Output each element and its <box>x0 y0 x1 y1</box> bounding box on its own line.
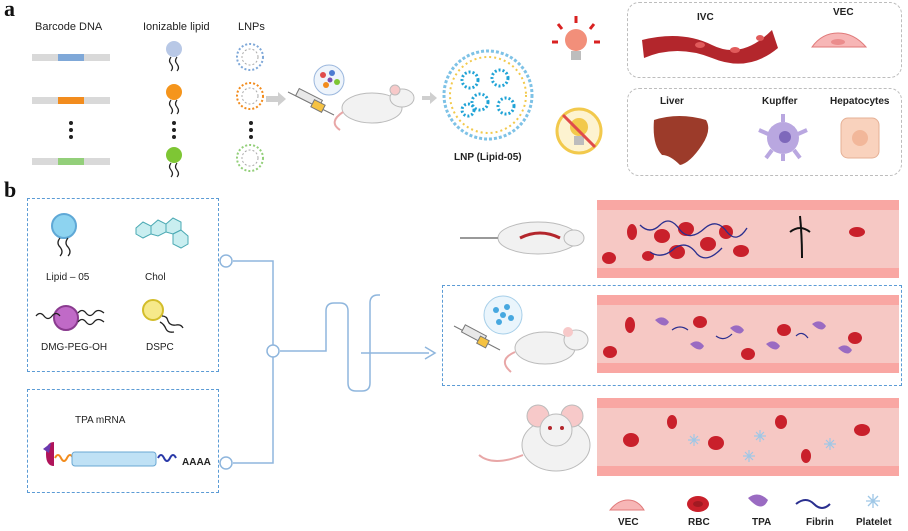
vessel-treated <box>597 295 899 373</box>
ivc-label: IVC <box>697 12 714 23</box>
liver-label: Liver <box>660 96 684 107</box>
legend-rbc-label: RBC <box>688 517 710 528</box>
legend-platelet-label: Platelet <box>856 517 892 528</box>
vessel-thrombosis <box>597 200 899 278</box>
kupffer-label: Kupffer <box>762 96 798 107</box>
lipid-components-box <box>27 198 219 372</box>
legend-fibrin-icon <box>795 499 831 509</box>
lipid-icon-green <box>166 147 182 178</box>
hepatocyte-icon <box>840 117 880 159</box>
liver-icon <box>653 116 709 165</box>
component-lipid05-label: Lipid – 05 <box>46 272 90 283</box>
tpa-mrna-label: TPA mRNA <box>75 415 126 426</box>
lightbulb-off-icon <box>555 107 603 155</box>
lnps-header: LNPs <box>238 21 265 33</box>
legend-vec-icon <box>608 499 645 511</box>
polya-tail-label: AAAA <box>182 457 211 468</box>
component-dmg-peg-label: DMG-PEG-OH <box>41 342 108 353</box>
lnp-lipid05-label: LNP (Lipid-05) <box>454 152 522 163</box>
legend-tpa-icon <box>748 494 768 507</box>
hepatocytes-label: Hepatocytes <box>830 96 890 107</box>
vec-cell-icon <box>811 32 868 48</box>
mouse-healthy-icon <box>478 404 591 472</box>
lnp-mixture-icon <box>313 64 345 96</box>
legend-tpa-label: TPA <box>752 517 772 528</box>
panel-b-letter: b <box>4 177 17 202</box>
barcode-bar-orange <box>32 97 110 104</box>
lnp-treatment-icon <box>483 295 523 335</box>
mouse-icon-a <box>333 84 415 131</box>
vessel-healthy <box>597 398 899 476</box>
vascular-targets-box <box>627 2 902 78</box>
ellipsis-dots <box>69 121 253 139</box>
connector-node-top <box>219 254 233 268</box>
legend-fibrin-label: Fibrin <box>806 517 834 528</box>
lipid-icon-orange <box>166 84 182 115</box>
barcode-dna-header: Barcode DNA <box>35 21 103 33</box>
legend-vec-label: VEC <box>618 517 639 528</box>
dmg-peg-oh-icon <box>35 305 105 331</box>
panel-a-letter: a <box>4 0 15 21</box>
arrow-icon-a2 <box>422 92 437 104</box>
mouse-dissected-icon <box>460 221 585 255</box>
component-dspc-label: DSPC <box>146 342 174 353</box>
lnp-large-icon <box>442 49 534 141</box>
lnp-small-icons <box>236 43 264 172</box>
mouse-treated-icon <box>504 327 589 373</box>
ionizable-lipid-header: Ionizable lipid <box>143 21 210 33</box>
syringe-icon <box>287 87 335 116</box>
arrow-icon-a1 <box>266 92 286 106</box>
mrna-box <box>27 389 219 493</box>
lightbulb-on-icon <box>552 16 600 60</box>
lipid05-icon <box>51 213 77 257</box>
kupffer-cell-icon <box>758 114 808 161</box>
dspc-icon <box>142 299 184 333</box>
cholesterol-icon <box>135 217 189 249</box>
vec-label-a: VEC <box>833 7 854 18</box>
ivc-vessel-icon <box>642 30 778 64</box>
mrna-strand-icon <box>43 442 177 467</box>
barcode-bar-green <box>32 158 110 165</box>
legend-rbc-icon <box>687 496 709 512</box>
component-chol-label: Chol <box>145 272 166 283</box>
connector-node-bottom <box>219 456 233 470</box>
legend-platelet-icon <box>866 494 880 508</box>
connector-node-middle <box>266 344 280 358</box>
barcode-bar-blue <box>32 54 110 61</box>
lipid-icon-blue <box>166 41 182 72</box>
treatment-box <box>442 285 902 386</box>
connector-lines <box>233 260 437 464</box>
liver-targets-box <box>627 88 902 176</box>
syringe-b-icon <box>453 324 501 351</box>
